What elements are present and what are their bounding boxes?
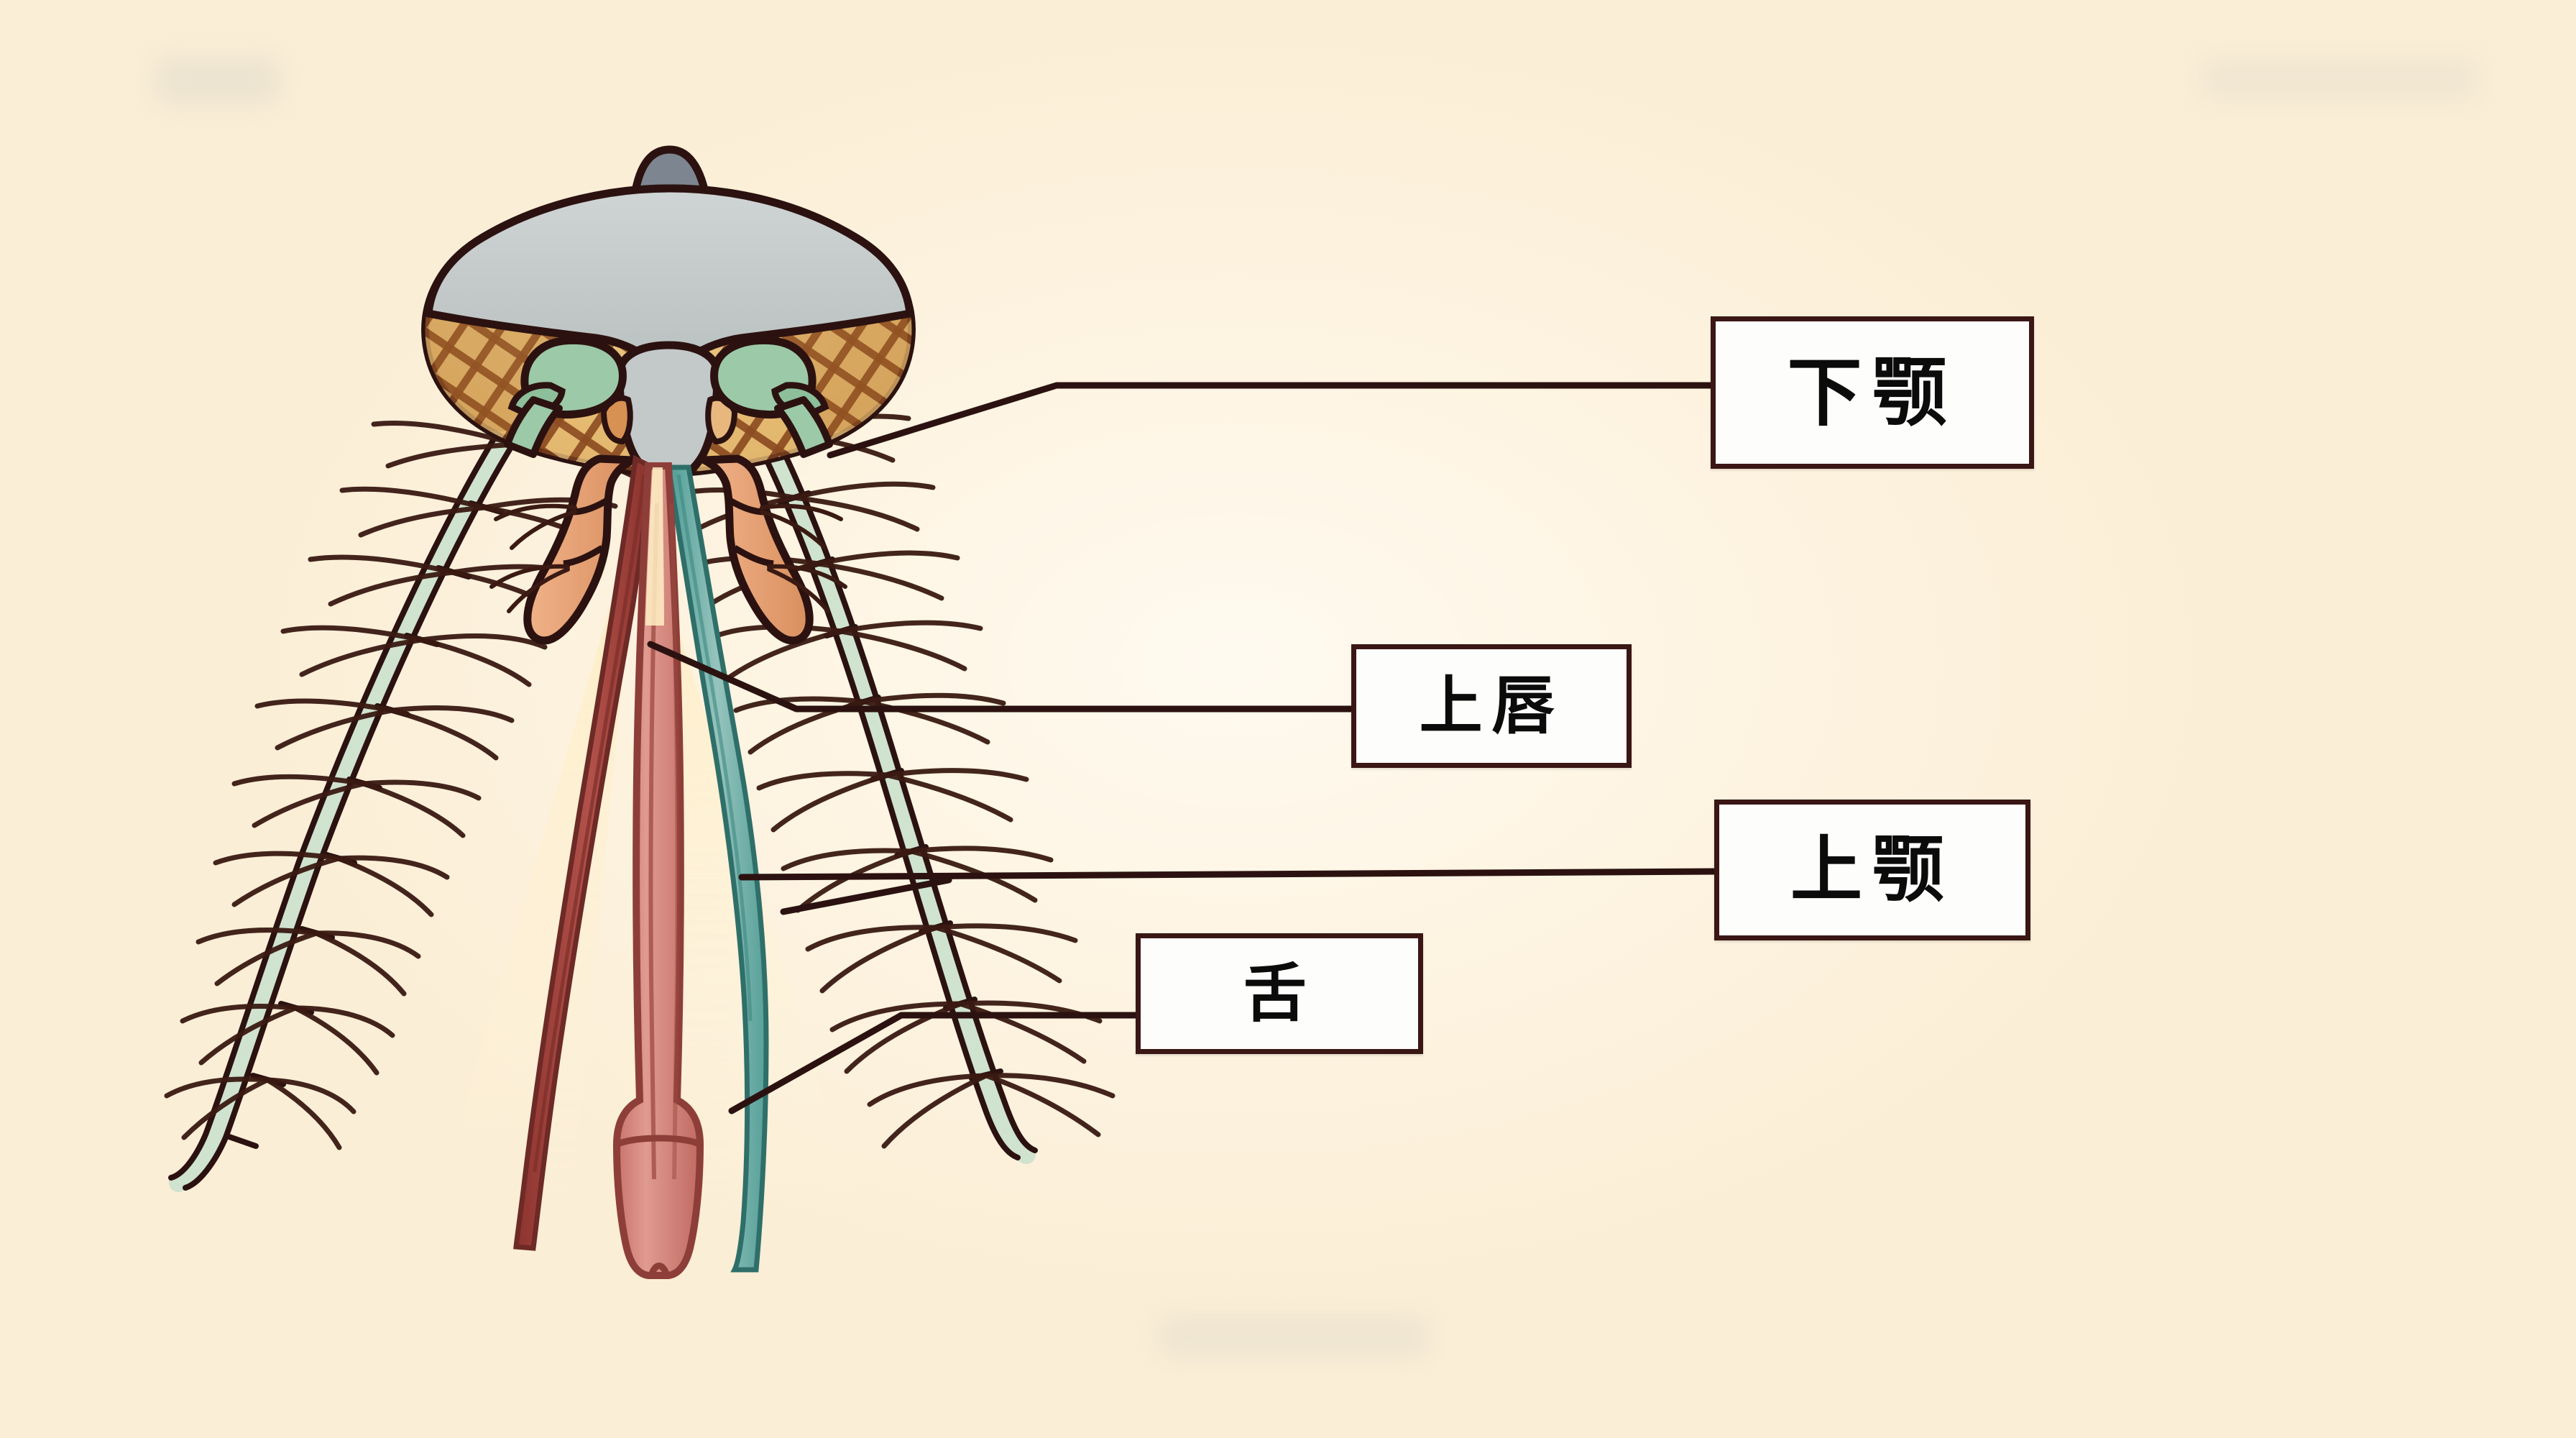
labrum-highlight <box>645 467 664 626</box>
leader-line-2b <box>780 876 952 915</box>
leader-line-0 <box>827 382 1714 459</box>
leader-line-3 <box>728 1012 1139 1114</box>
watermark-top-right <box>2199 56 2480 102</box>
label-text-maxilla: 上颚 <box>1790 828 1954 912</box>
leader-line-2 <box>738 868 1718 881</box>
label-text-hypopharynx: 舌 <box>1243 956 1316 1030</box>
label-text-mandible: 下颚 <box>1787 349 1958 436</box>
label-box-mandible[interactable]: 下颚 <box>1711 316 2034 469</box>
leader-lines <box>647 382 1718 1114</box>
label-box-hypopharynx[interactable]: 舌 <box>1136 933 1423 1054</box>
watermark-top-left <box>155 56 280 105</box>
watermark-bottom <box>1157 1316 1430 1357</box>
mandible-stylet <box>513 454 653 1251</box>
label-text-labrum: 上唇 <box>1419 669 1564 743</box>
hypopharynx-stylet <box>665 464 769 1273</box>
label-box-maxilla[interactable]: 上颚 <box>1714 800 2030 940</box>
maxillary-palp-left <box>489 454 637 645</box>
mosquito-head <box>421 145 916 483</box>
label-box-labrum[interactable]: 上唇 <box>1351 644 1632 768</box>
maxillary-palp-right <box>700 454 847 645</box>
leader-line-1 <box>647 641 1355 713</box>
antenna-left <box>164 393 653 1192</box>
